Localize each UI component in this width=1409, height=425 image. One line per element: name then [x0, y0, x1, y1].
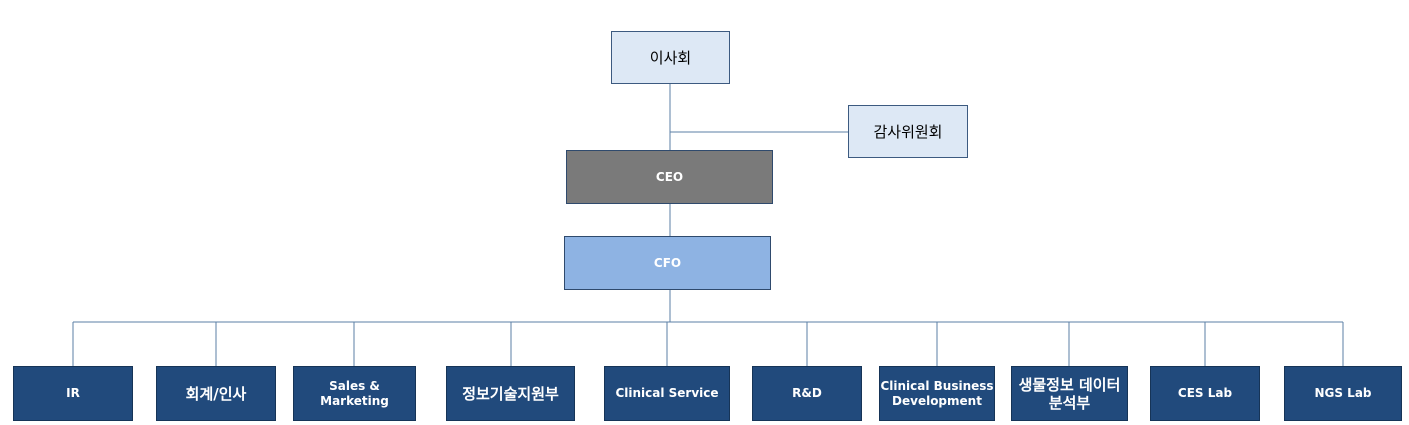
dept-accounting-hr-label: 회계/인사	[185, 384, 247, 403]
ceo-label: CEO	[655, 169, 684, 184]
dept-it-support-label: 정보기술지원부	[462, 384, 559, 403]
dept-clinical-business-development-node: Clinical Business Development	[879, 366, 995, 421]
dept-ces-lab-label: CES Lab	[1177, 386, 1233, 401]
audit-committee-node: 감사위원회	[848, 105, 968, 158]
dept-bioinformatics-node: 생물정보 데이터 분석부	[1011, 366, 1128, 421]
dept-ir-label: IR	[66, 386, 80, 401]
dept-clinical-service-node: Clinical Service	[604, 366, 730, 421]
dept-rnd-label: R&D	[792, 386, 822, 401]
dept-ngs-lab-node: NGS Lab	[1284, 366, 1402, 421]
cfo-label: CFO	[653, 255, 682, 270]
dept-accounting-hr-node: 회계/인사	[156, 366, 276, 421]
ceo-node: CEO	[566, 150, 773, 204]
audit-committee-label: 감사위원회	[873, 122, 943, 141]
dept-ces-lab-node: CES Lab	[1150, 366, 1260, 421]
cfo-node: CFO	[564, 236, 771, 290]
board-node: 이사회	[611, 31, 730, 84]
dept-sales-marketing-node: Sales & Marketing	[293, 366, 416, 421]
dept-rnd-node: R&D	[752, 366, 862, 421]
dept-clinical-service-label: Clinical Service	[615, 386, 719, 401]
dept-clinical-business-development-label: Clinical Business Development	[880, 379, 994, 408]
dept-bioinformatics-label: 생물정보 데이터 분석부	[1018, 375, 1121, 412]
dept-ir-node: IR	[13, 366, 133, 421]
dept-it-support-node: 정보기술지원부	[446, 366, 575, 421]
board-label: 이사회	[649, 48, 692, 67]
dept-ngs-lab-label: NGS Lab	[1314, 386, 1372, 401]
dept-sales-marketing-label: Sales & Marketing	[320, 379, 389, 408]
